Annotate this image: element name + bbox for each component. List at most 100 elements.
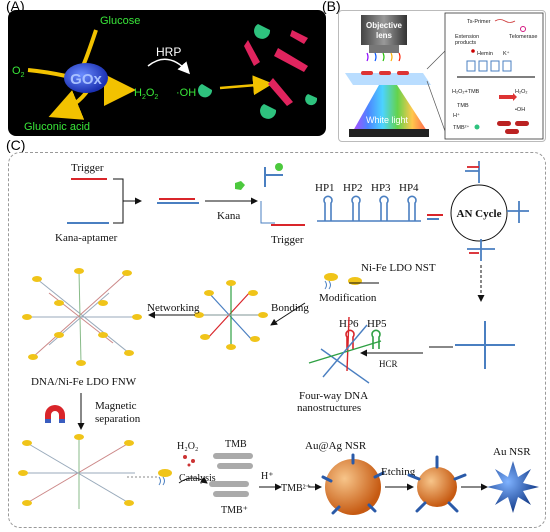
tmb-molecules xyxy=(213,453,253,469)
zoom-line-1 xyxy=(426,50,446,70)
nife-nst-label: Ni-Fe LDO NST xyxy=(361,262,436,274)
bonded-nanostructure xyxy=(194,280,268,350)
bonding-arrow xyxy=(270,302,306,326)
o2-arrow xyxy=(27,68,67,78)
magnetic-label-2: separation xyxy=(95,413,141,425)
panel-c-detection-workflow: Trigger Kana-aptamer Kana Trigger HP1 HP… xyxy=(8,152,546,528)
bound-aptamer xyxy=(264,167,283,187)
kana-bound-icon xyxy=(275,163,283,171)
rod-b-1 xyxy=(497,121,511,126)
fnw-network xyxy=(22,268,142,366)
green-pac-icon-2 xyxy=(260,104,277,119)
ts-primer-label: Ts-Primer xyxy=(467,19,491,25)
o2-label: O xyxy=(12,65,21,77)
fnw-label: DNA/Ni-Fe LDO FNW xyxy=(31,376,137,388)
hcr-label: HCR xyxy=(379,359,398,369)
networking-label: Networking xyxy=(147,302,200,314)
gluconic-acid-label: Gluconic acid xyxy=(24,121,90,133)
kplus-label: K⁺ xyxy=(503,50,510,57)
nanorod-1 xyxy=(361,71,373,75)
kana-aptamer-label: Kana-aptamer xyxy=(55,232,118,244)
cycle-cross-top xyxy=(465,161,480,183)
objective-body xyxy=(361,15,407,45)
white-light-label: White light xyxy=(366,115,409,125)
hp3-label: HP3 xyxy=(371,182,391,194)
hp5-hairpin xyxy=(371,329,381,349)
separated-network xyxy=(18,434,135,509)
auag-label: Au@Ag NSR xyxy=(305,440,367,452)
gluconic-arrow xyxy=(48,88,90,120)
hemin-dot xyxy=(471,49,475,53)
glucose-arrow xyxy=(80,29,98,69)
h2o2-label-right: H₂O₂ xyxy=(515,89,528,95)
glucose-label: Glucose xyxy=(100,15,140,27)
tmbplus-molecules xyxy=(209,481,249,497)
glass-slide xyxy=(345,73,431,85)
zoom-line-2 xyxy=(426,80,446,132)
crystal-3 xyxy=(268,78,293,106)
objective-tip xyxy=(369,45,399,53)
tmb-c-label: TMB xyxy=(225,439,247,450)
magnetic-label-1: Magnetic xyxy=(95,400,137,412)
hp6-hairpin xyxy=(345,329,355,349)
etching-arrow xyxy=(219,75,273,96)
tmb2-c-label: TMB²⁺ xyxy=(281,483,311,494)
primer-strand xyxy=(494,19,516,23)
green-pac-icon-3 xyxy=(305,94,318,106)
oh-radical-label: ·OH xyxy=(176,87,196,99)
four-way-label-2: nanostructures xyxy=(297,402,361,414)
svg-text:H2O2: H2O2 xyxy=(134,87,158,101)
extension-label-1: Extension xyxy=(455,34,479,40)
green-pac-icon-1 xyxy=(254,24,271,39)
h2o2-c-label: H₂O₂ xyxy=(177,441,198,452)
panel-b-microscope-detection: Objective lens White light Ts-Primer Tel… xyxy=(338,10,546,142)
rod-b-2 xyxy=(515,121,529,126)
green-dot-b xyxy=(474,124,480,130)
telomerase-icon xyxy=(520,26,526,32)
au-nanostar-icon xyxy=(487,461,539,513)
an-cycle-label: AN Cycle xyxy=(457,208,502,220)
catalysis-label: Catalysis xyxy=(179,473,216,484)
split-bracket xyxy=(260,201,275,224)
catalysis-arrow xyxy=(178,476,208,484)
hp4-label: HP4 xyxy=(399,182,419,194)
small-green-pac-icon xyxy=(198,84,213,98)
an-cycle-ring xyxy=(450,184,508,242)
lens-label: lens xyxy=(376,31,393,40)
red-arrow-b xyxy=(499,93,517,101)
h2o2-label: H xyxy=(134,87,142,99)
crystal-2 xyxy=(274,48,308,72)
hrp-label: HRP xyxy=(156,45,181,59)
crystal-4 xyxy=(290,30,308,44)
nanorod-3 xyxy=(397,71,409,75)
h2o2-arrow xyxy=(103,73,136,106)
g-quadruplex-strands xyxy=(466,60,512,72)
four-way-nanostructure xyxy=(308,316,382,384)
nst-probe-icon xyxy=(158,469,172,486)
trigger2-label: Trigger xyxy=(271,234,304,246)
h2o2-o: O xyxy=(146,87,155,99)
trigger-label: Trigger xyxy=(71,162,104,174)
scatter-rays xyxy=(366,52,401,62)
white-light-fan xyxy=(353,85,427,131)
telomerase-label: Telomerase xyxy=(509,34,537,40)
cycle-cross-right xyxy=(507,201,529,223)
o2-sub: 2 xyxy=(21,72,25,79)
hp2-label: HP2 xyxy=(343,182,363,194)
oh-label-right: •OH xyxy=(515,107,525,113)
hrp-arrow xyxy=(147,58,191,75)
etched-nanostar-icon xyxy=(407,455,467,513)
combine-bracket xyxy=(113,178,141,224)
kana-molecule-icon xyxy=(235,181,245,190)
nanorod-2 xyxy=(379,71,391,75)
four-way-cross xyxy=(455,321,515,369)
zoom-box xyxy=(444,12,544,140)
panel-a-glucose-oxidase-reaction: GOx Glucose O2 Gluconic acid H2O2 HRP ·O… xyxy=(8,10,326,136)
extension-label-2: products xyxy=(455,40,476,46)
hplus-c-label: H⁺ xyxy=(261,471,274,482)
etching-label: Etching xyxy=(381,466,416,478)
hemin-label: Hemin xyxy=(477,51,493,57)
objective-label: Objective xyxy=(366,21,403,30)
cycle-cross-bottom xyxy=(467,239,495,261)
h2o2-sub1: 2 xyxy=(142,94,146,101)
